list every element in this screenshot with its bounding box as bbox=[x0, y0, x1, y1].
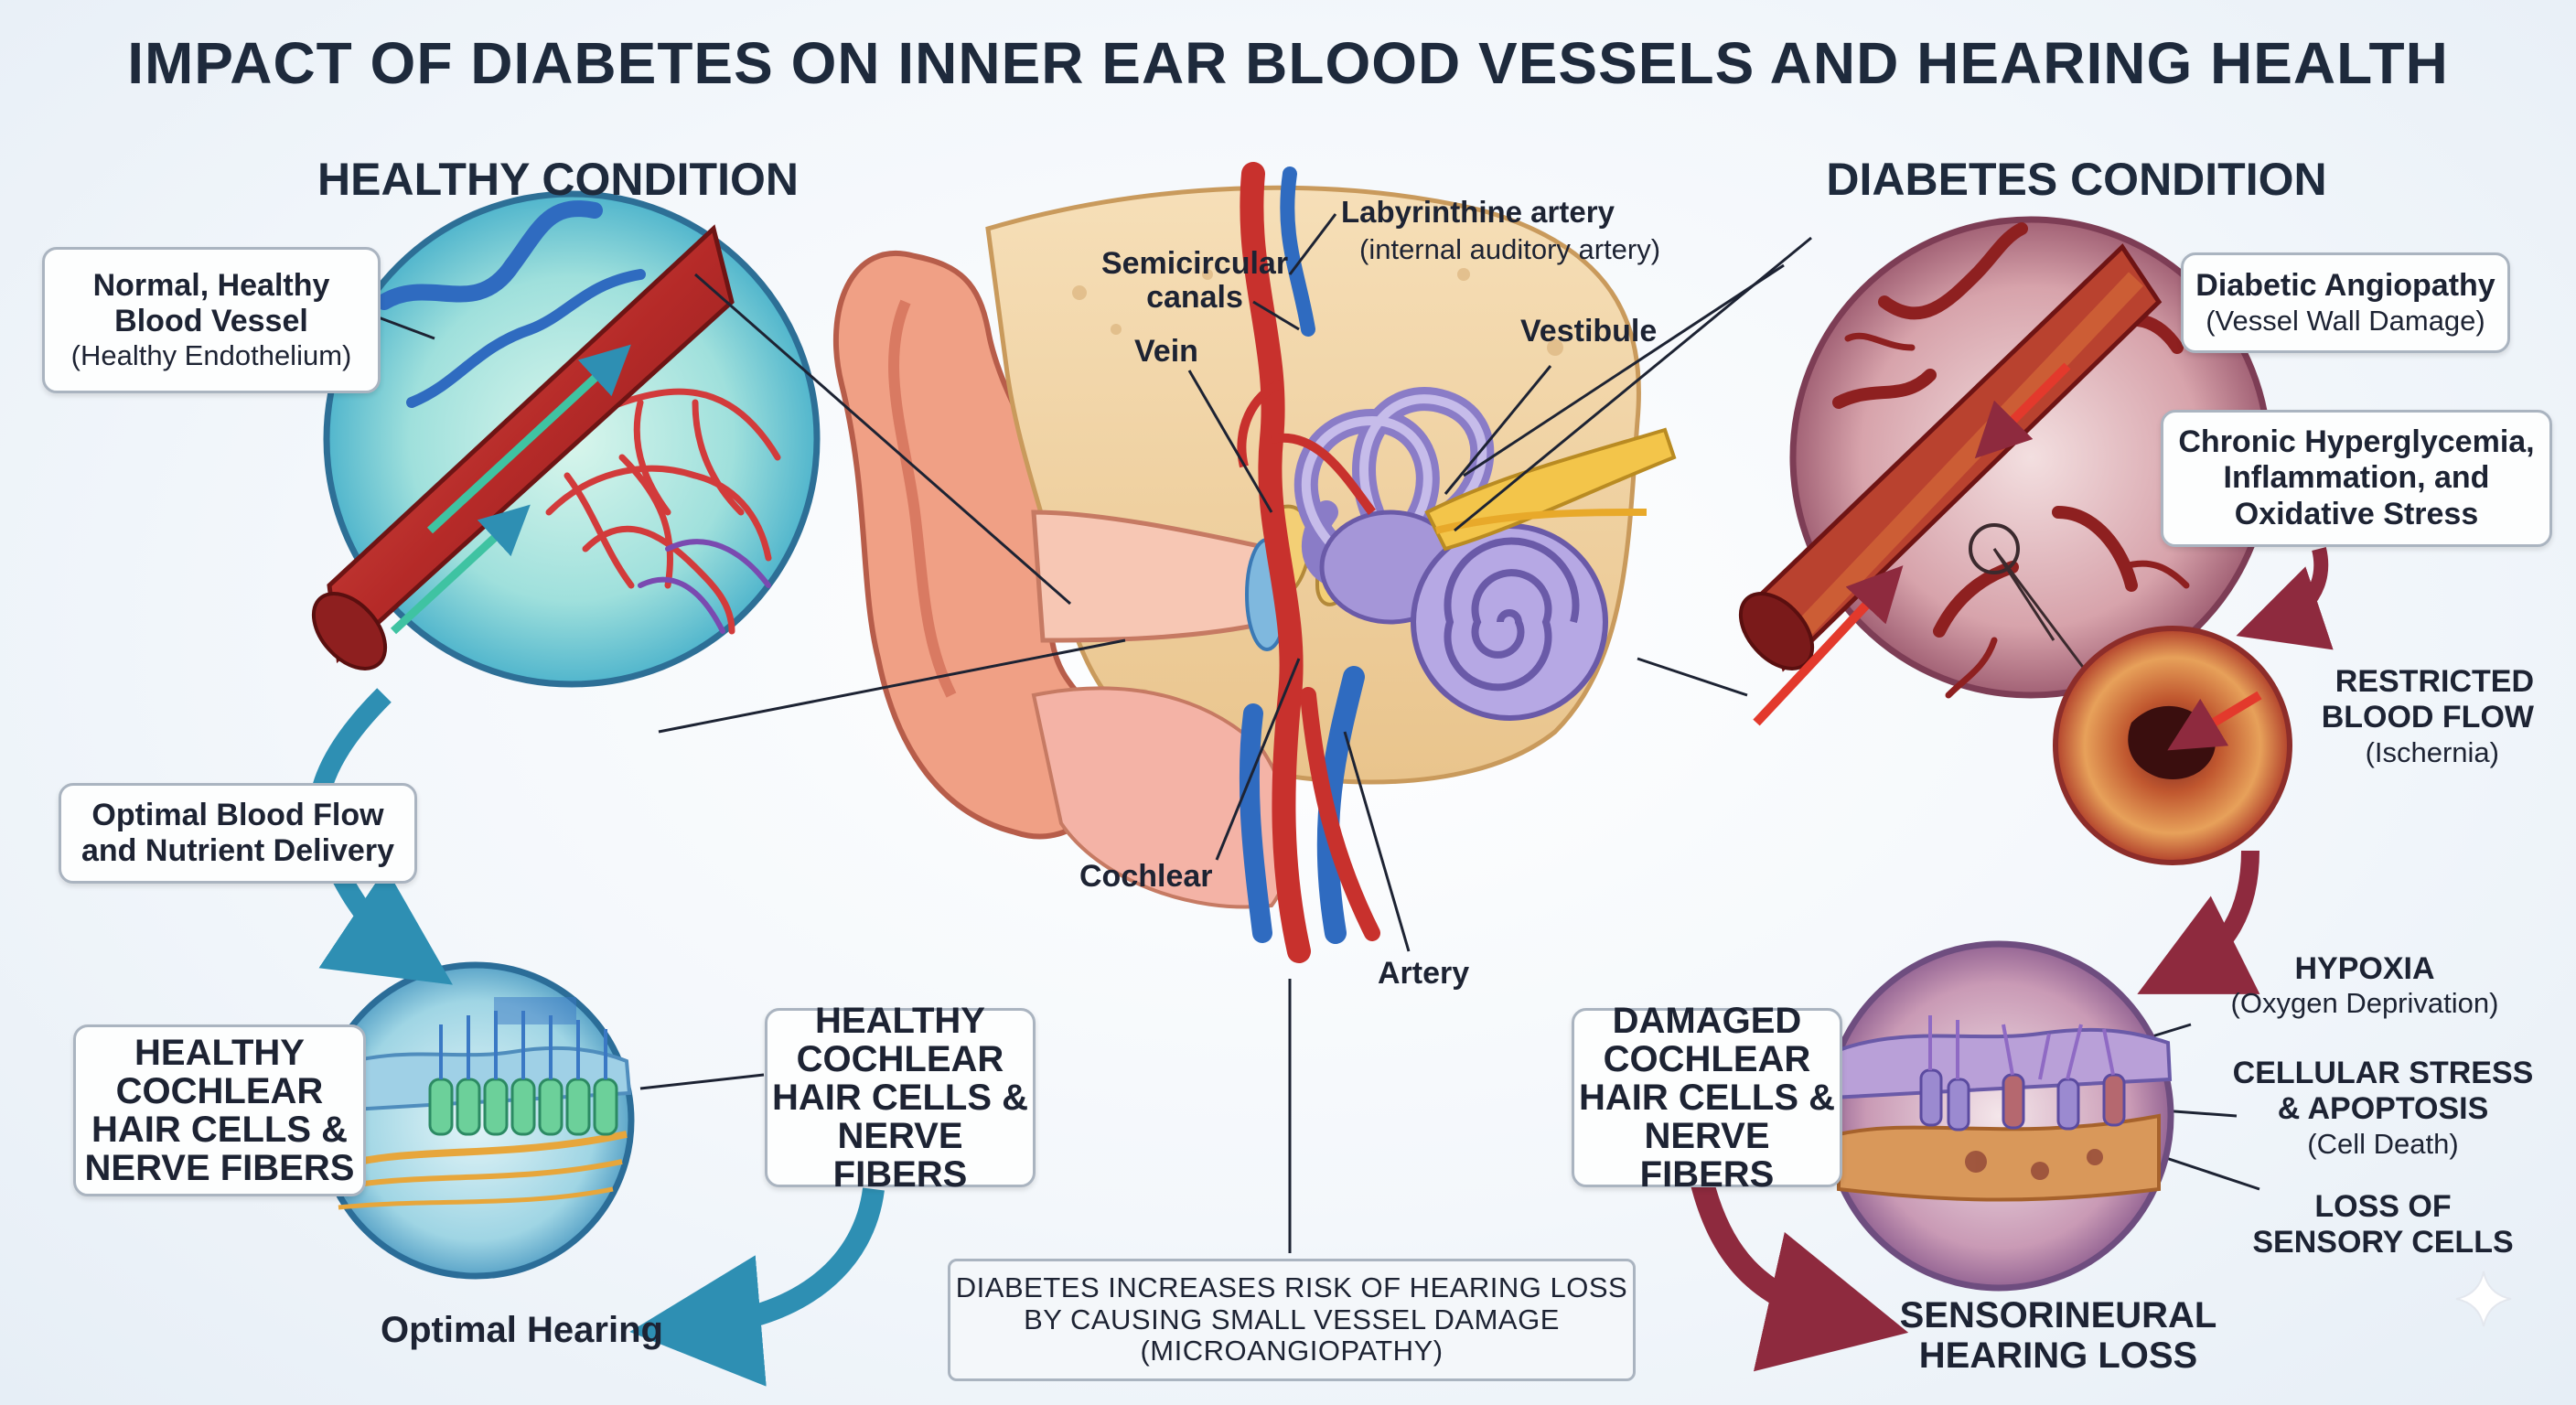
vein-label: Vein bbox=[1134, 334, 1198, 369]
healthy-vessel-line1: Normal, Healthy bbox=[92, 267, 330, 303]
loss-sensory-cells-label: LOSS OF SENSORY CELLS bbox=[2241, 1189, 2525, 1261]
optimal-flow-label: Optimal Blood Flow and Nutrient Delivery bbox=[59, 783, 417, 884]
angiopathy-label: Diabetic Angiopathy (Vessel Wall Damage) bbox=[2181, 252, 2510, 353]
restricted-line1: RESTRICTED bbox=[2334, 664, 2534, 699]
angiopathy-line2: (Vessel Wall Damage) bbox=[2206, 304, 2485, 337]
labyrinthine-artery-sublabel: (internal auditory artery) bbox=[1359, 233, 1661, 265]
stress-line3: (Cell Death) bbox=[2307, 1127, 2459, 1160]
sparkle-icon bbox=[2455, 1271, 2512, 1327]
healthy-vessel-label: Normal, Healthy Blood Vessel (Healthy En… bbox=[42, 247, 381, 393]
hyperglycemia-line2: Inflammation, and bbox=[2223, 460, 2490, 496]
cochlear-label: Cochlear bbox=[1079, 859, 1213, 894]
healthy-cells-circle bbox=[317, 961, 635, 1280]
healthy-cells-left-line2: COCHLEAR bbox=[115, 1071, 324, 1111]
optimal-flow-line1: Optimal Blood Flow bbox=[91, 797, 384, 832]
hyperglycemia-line1: Chronic Hyperglycemia, bbox=[2178, 424, 2535, 459]
restricted-vessel-cross-section bbox=[2053, 626, 2292, 865]
artery-label: Artery bbox=[1378, 956, 1470, 991]
sensorineural-hearing-loss-label: SENSORINEURAL HEARING LOSS bbox=[1866, 1295, 2250, 1376]
sensorineural-line2: HEARING LOSS bbox=[1918, 1335, 2198, 1376]
optimal-hearing-label: Optimal Hearing bbox=[381, 1310, 663, 1350]
note-line2: BY CAUSING SMALL VESSEL DAMAGE bbox=[1024, 1303, 1560, 1335]
note-line3: (MICROANGIOPATHY) bbox=[1140, 1335, 1444, 1367]
restricted-flow-arrow bbox=[2137, 850, 2260, 994]
healthy-cells-left-line1: HEALTHY bbox=[134, 1033, 305, 1073]
healthy-cells-left-line4: NERVE FIBERS bbox=[84, 1148, 355, 1188]
damaged-line2: COCHLEAR bbox=[1603, 1039, 1811, 1079]
stress-line2: & APOPTOSIS bbox=[2277, 1091, 2489, 1127]
microangiopathy-note: DIABETES INCREASES RISK OF HEARING LOSS … bbox=[948, 1259, 1636, 1381]
ear-anatomy bbox=[832, 162, 1677, 963]
stress-line1: CELLULAR STRESS bbox=[2232, 1056, 2534, 1090]
sensorineural-line1: SENSORINEURAL bbox=[1899, 1295, 2217, 1335]
healthy-cells-right-line3: HAIR CELLS & bbox=[772, 1078, 1028, 1118]
healthy-outcome-arrow bbox=[629, 1187, 885, 1387]
semicircular-canals-label: Semicircular canals bbox=[1094, 246, 1295, 316]
healthy-cells-left-line3: HAIR CELLS & bbox=[91, 1110, 348, 1150]
damaged-line3: HAIR CELLS & bbox=[1579, 1078, 1835, 1118]
hypoxia-line2: (Oxygen Deprivation) bbox=[2230, 987, 2499, 1020]
semicircular-line1: Semicircular bbox=[1100, 246, 1289, 281]
apoptosis-label: CELLULAR STRESS & APOPTOSIS (Cell Death) bbox=[2232, 1056, 2534, 1161]
damaged-line1: DAMAGED bbox=[1612, 1001, 1802, 1041]
healthy-cells-right-line1: HEALTHY bbox=[815, 1001, 985, 1041]
healthy-cells-right-line2: COCHLEAR bbox=[796, 1039, 1004, 1079]
angiopathy-line1: Diabetic Angiopathy bbox=[2195, 268, 2496, 304]
note-line1: DIABETES INCREASES RISK OF HEARING LOSS bbox=[955, 1271, 1628, 1303]
healthy-cells-label-left: HEALTHY COCHLEAR HAIR CELLS & NERVE FIBE… bbox=[73, 1024, 366, 1196]
healthy-vessel-circle bbox=[311, 190, 821, 688]
restricted-flow-label: RESTRICTED BLOOD FLOW (Ischernia) bbox=[2314, 664, 2534, 769]
restricted-line3: (Ischernia) bbox=[2365, 735, 2499, 768]
optimal-flow-line2: and Nutrient Delivery bbox=[81, 833, 394, 868]
restricted-line2: BLOOD FLOW bbox=[2321, 700, 2534, 735]
hyperglycemia-line3: Oxidative Stress bbox=[2234, 496, 2479, 531]
healthy-vessel-line2: Blood Vessel bbox=[114, 304, 308, 339]
semicircular-line2: canals bbox=[1146, 280, 1243, 316]
page-title: IMPACT OF DIABETES ON INNER EAR BLOOD VE… bbox=[127, 30, 2449, 96]
hypoxia-line1: HYPOXIA bbox=[2294, 951, 2435, 986]
damaged-cells-circle bbox=[1823, 940, 2174, 1292]
damaged-line4: NERVE FIBERS bbox=[1639, 1116, 1775, 1195]
healthy-heading: HEALTHY CONDITION bbox=[317, 154, 799, 205]
diabetes-heading: DIABETES CONDITION bbox=[1826, 154, 2327, 205]
vestibule-label: Vestibule bbox=[1520, 314, 1658, 349]
hyperglycemia-label: Chronic Hyperglycemia, Inflammation, and… bbox=[2161, 410, 2552, 547]
hypoxia-label: HYPOXIA (Oxygen Deprivation) bbox=[2205, 951, 2525, 1020]
damaged-cells-label: DAMAGED COCHLEAR HAIR CELLS & NERVE FIBE… bbox=[1572, 1002, 1842, 1194]
healthy-vessel-line3: (Healthy Endothelium) bbox=[70, 339, 352, 372]
labyrinthine-artery-label: Labyrinthine artery bbox=[1341, 195, 1615, 229]
hearing-loss-arrow bbox=[1690, 1176, 1909, 1372]
diabetic-vessel-circle bbox=[1738, 216, 2272, 726]
loss-cells-line1: LOSS OF bbox=[2314, 1189, 2452, 1224]
loss-cells-line2: SENSORY CELLS bbox=[2252, 1225, 2514, 1260]
healthy-cells-label-right: HEALTHY COCHLEAR HAIR CELLS & NERVE FIBE… bbox=[765, 1002, 1036, 1194]
healthy-cells-right-line4: NERVE FIBERS bbox=[832, 1116, 968, 1195]
hyperglycemia-arrow bbox=[2236, 547, 2334, 650]
